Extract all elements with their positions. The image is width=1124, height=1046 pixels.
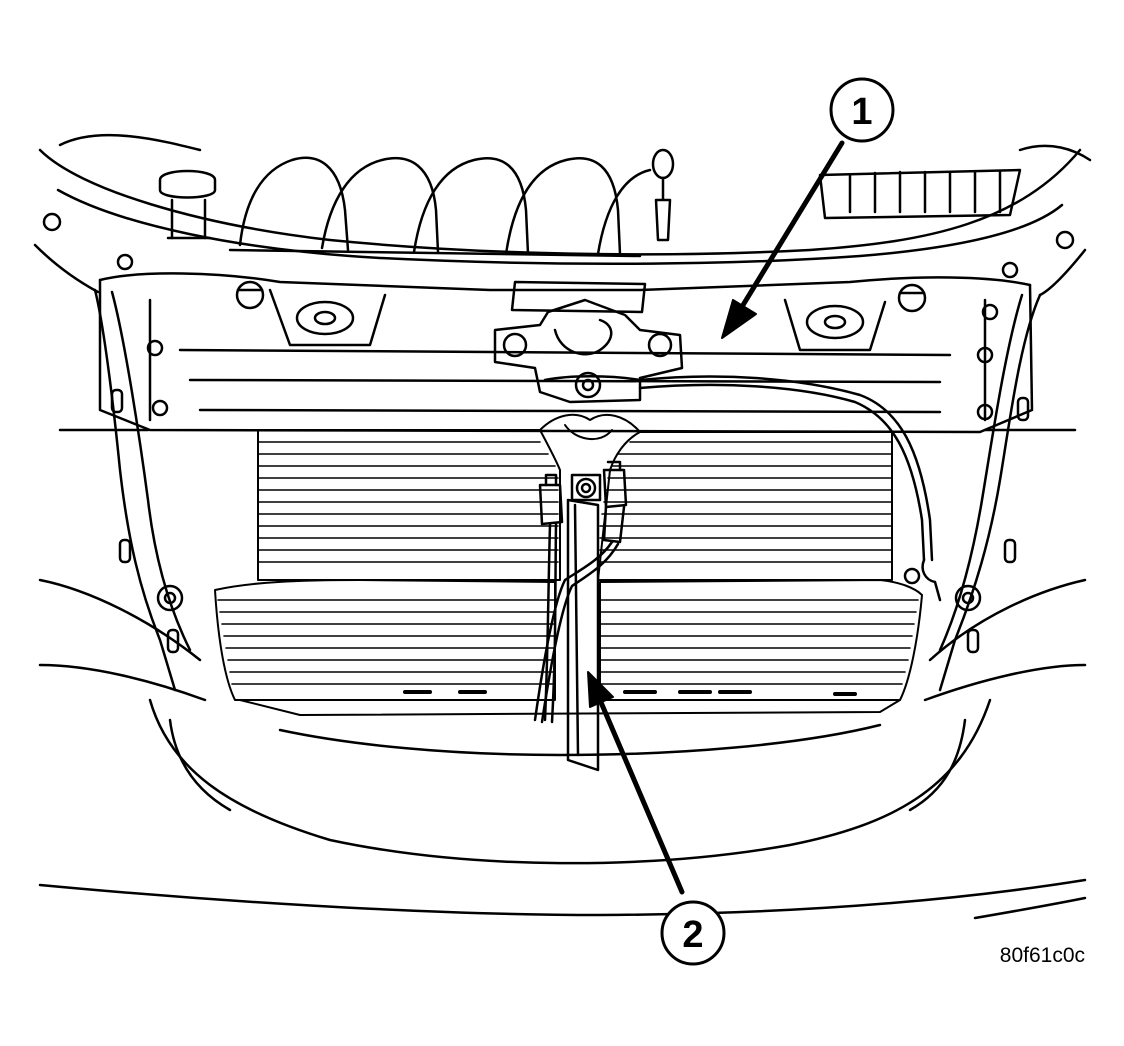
callout-2: 2	[587, 671, 726, 966]
oil-cooler	[214, 579, 923, 716]
hood-latch	[493, 298, 684, 404]
callout-1-number: 1	[851, 91, 872, 133]
upper-crossmember	[42, 212, 1075, 434]
cooler-fins	[217, 599, 919, 685]
side-supports	[33, 243, 1087, 692]
callout-2-leader	[597, 697, 685, 895]
figure-id: 80f61c0c	[1000, 944, 1085, 967]
callout-1: 1	[721, 77, 895, 339]
engine-bay	[38, 133, 1092, 266]
condenser-fins	[257, 441, 893, 563]
callout-1-circle	[829, 77, 895, 143]
ac-condenser	[257, 413, 893, 581]
front-fascia	[38, 578, 1087, 920]
callout-2-circle	[660, 900, 726, 966]
wiring-harness	[533, 375, 942, 724]
callout-1-arrowhead	[721, 299, 757, 339]
callout-2-number: 2	[682, 914, 703, 956]
callout-2-arrowhead	[587, 671, 614, 708]
callout-1-leader	[737, 140, 845, 313]
center-bracket	[566, 473, 602, 772]
